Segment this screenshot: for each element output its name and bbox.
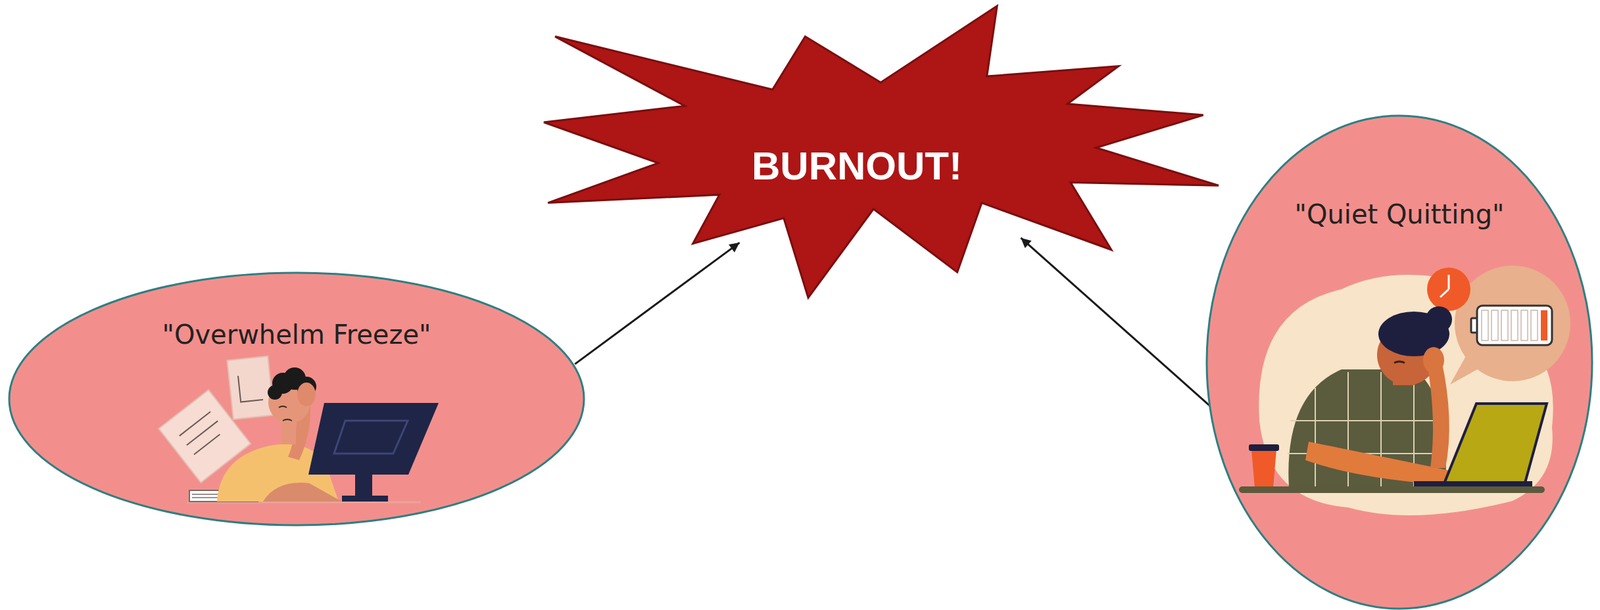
node-label: "Overwhelm Freeze" — [162, 318, 432, 351]
ellipse-fill — [9, 272, 584, 526]
node-label: "Quiet Quitting" — [1294, 198, 1505, 231]
burst-shape: BURNOUT! — [543, 5, 1219, 298]
node-label: BURNOUT! — [751, 142, 963, 191]
ellipse-fill — [1206, 115, 1593, 609]
arrow-connector — [574, 242, 740, 365]
burst-fill — [543, 5, 1219, 298]
arrow-connector — [1020, 238, 1213, 408]
